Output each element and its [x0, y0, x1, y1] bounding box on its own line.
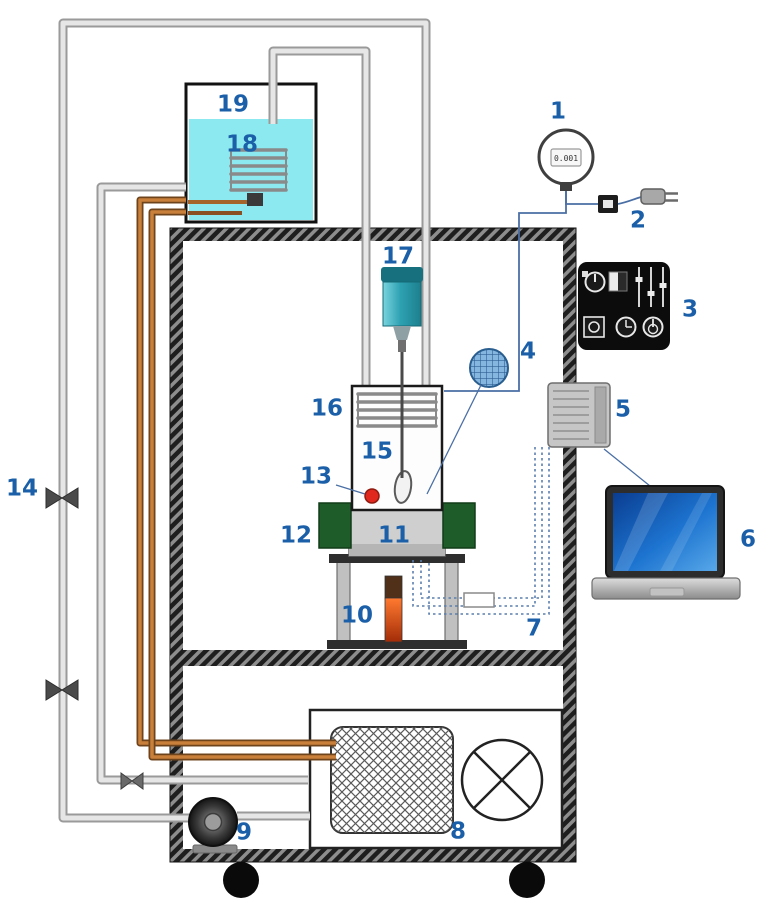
vessel-stand	[327, 554, 467, 649]
vessel-cooling-coil	[356, 392, 438, 428]
component-label-6: 6	[739, 526, 757, 553]
component-label-12: 12	[279, 522, 313, 549]
caster-wheel-left	[223, 862, 259, 898]
component-label-3: 3	[681, 296, 699, 323]
component-label-4: 4	[519, 338, 537, 365]
stand-top-plate	[329, 554, 465, 563]
gauge-display	[550, 148, 582, 167]
gauge-signal-line	[444, 191, 567, 392]
stand-leg-right	[444, 559, 459, 643]
motor-body	[382, 281, 422, 327]
component-label-7: 7	[525, 615, 543, 642]
power-connector	[598, 188, 678, 213]
stand-leg-left	[336, 559, 351, 643]
clamp-left	[318, 502, 352, 549]
component-label-1: 1	[549, 98, 567, 125]
mesh-sphere	[469, 348, 509, 388]
stand-bottom-plate	[327, 640, 467, 649]
heater-cap	[384, 575, 403, 599]
panel-display	[608, 271, 628, 292]
component-label-16: 16	[310, 395, 344, 422]
pump-hub	[203, 812, 223, 832]
laptop-touchpad	[649, 587, 685, 597]
daq-module	[547, 382, 611, 448]
probe-pointer-line	[335, 484, 366, 495]
refrigerant-piping	[136, 196, 336, 761]
coolant-piping	[58, 18, 431, 823]
motor-cap	[381, 267, 423, 282]
cable-connector	[463, 592, 495, 608]
crystallizer-vessel	[350, 384, 444, 512]
valve-small	[120, 772, 144, 790]
heater-cartridge	[384, 597, 403, 643]
component-label-13: 13	[299, 463, 333, 490]
clamp-right	[442, 502, 476, 549]
coolant-tank	[184, 82, 318, 224]
shaft-coupling	[398, 340, 406, 352]
stirrer-motor	[381, 267, 423, 478]
coil-fitting	[247, 193, 263, 206]
temperature-probe-tip	[364, 488, 380, 504]
component-label-17: 17	[381, 243, 415, 270]
component-label-15: 15	[360, 438, 394, 465]
component-label-10: 10	[340, 602, 374, 629]
valve-lower	[45, 679, 79, 701]
laptop-screen	[613, 493, 717, 571]
valve-upper	[45, 487, 79, 509]
refrigeration-unit	[308, 708, 564, 850]
plug-icon	[640, 188, 666, 205]
sphere-pointer-line	[426, 384, 482, 495]
tank-cooling-coil	[229, 148, 288, 192]
component-label-9: 9	[235, 819, 253, 846]
digital-gauge: 0.001	[444, 128, 598, 392]
caster-wheel-right	[509, 862, 545, 898]
stirrer-impeller	[393, 470, 413, 504]
component-label-11: 11	[377, 522, 411, 549]
component-label-8: 8	[449, 818, 467, 845]
control-panel	[578, 262, 670, 350]
component-label-2: 2	[629, 207, 647, 234]
motor-neck	[393, 326, 411, 340]
circulation-pump	[188, 797, 238, 854]
laptop	[591, 485, 741, 600]
slider-icons	[635, 267, 667, 307]
component-label-14: 14	[5, 475, 39, 502]
daq-vents	[553, 390, 589, 440]
component-label-19: 19	[216, 91, 250, 118]
daq-laptop-cable	[603, 448, 656, 491]
selector-button	[583, 316, 605, 338]
sensor-cable-bundle	[412, 447, 550, 615]
component-label-18: 18	[225, 131, 259, 158]
gauge-reading: 0.001	[554, 154, 578, 163]
chamber-divider-wall	[170, 650, 576, 666]
component-label-5: 5	[614, 396, 632, 423]
